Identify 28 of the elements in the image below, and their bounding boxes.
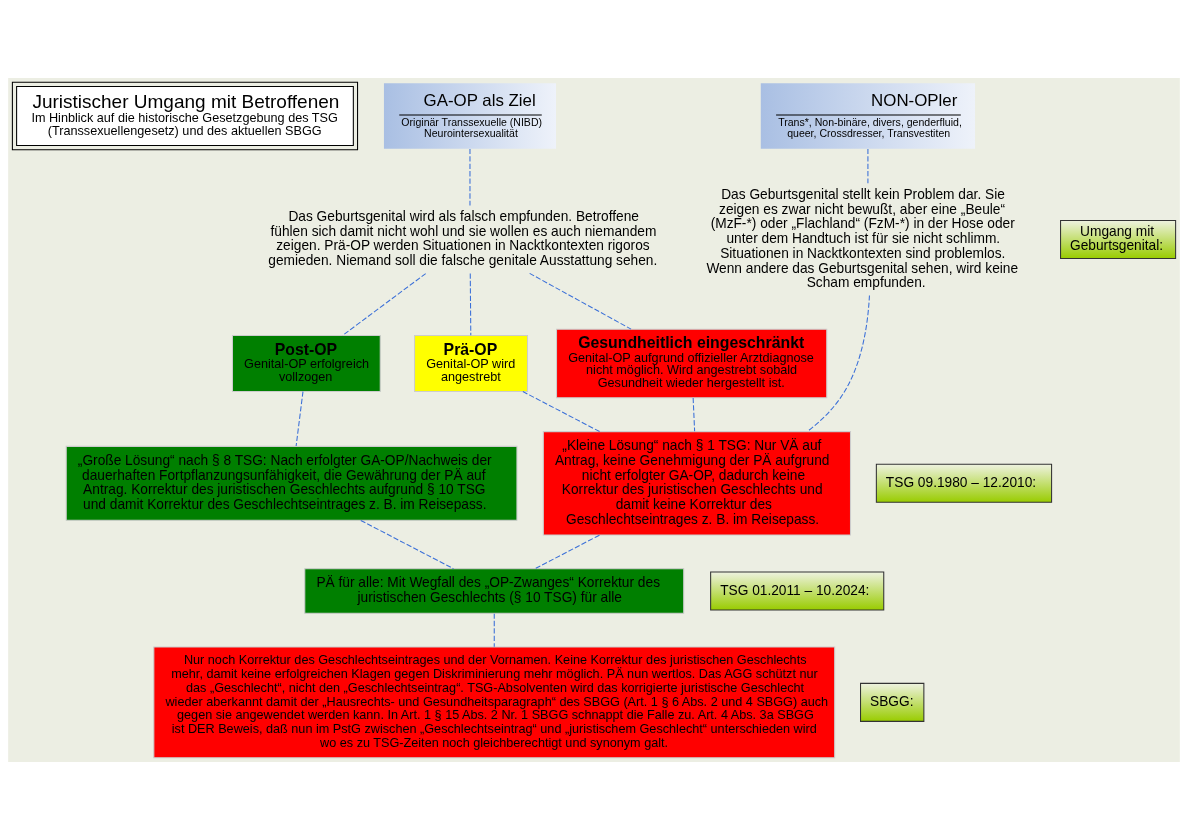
node-text: Das Geburtsgenital stellt kein Problem dar. Sie zeigen es zwar nicht bewußt, aber eine „Beule“ (MzF-*) oder „Flachland“ (FzM-*) in der Hose oder unter dem Handtuch ist für sie nicht schlimm. Situationen in Nacktkontexten sind problemlos. Wenn andere das Geburtsgenital sehen, wird keine Scham empfunden. (706, 186, 1019, 291)
connector (360, 519, 454, 570)
node-box: „Kleine Lösung“ nach § 1 TSG: Nur VÄ auf Antrag, keine Genehmigung der PÄ aufgrund nicht erfolgter GA-OP, dadurch keine Korrektur des juristischen Geschlechts und damit keine Korrektur des Geschlechtseintrages z. B. im Reisepass. (542, 431, 852, 536)
connector (342, 273, 427, 336)
node-box: NON-OPler Trans*, Non-binäre, divers, genderfluid, queer, Crossdresser, Transvestiten (760, 83, 976, 149)
node-box: Umgang mit Geburtsgenital: (1060, 219, 1177, 260)
connector (692, 397, 696, 432)
node-box: GA-OP als Ziel Originär Transsexuelle (NIBD) Neurointersexualität (383, 83, 556, 149)
node-box: Prä-OP Genital-OP wird angestrebt (414, 335, 529, 393)
connector (529, 272, 632, 330)
node-text: Das Geburtsgenital wird als falsch empfunden. Betroffene fühlen sich damit nicht wohl und sie wollen es auch niemandem zeigen. Prä-OP werden Situationen in Nacktkontexten rigoros gemieden. Niemand soll die falsche genitale Ausstattung sehen. (268, 208, 658, 269)
node-box: Post-OP Genital-OP erfolgreich vollzogen (231, 335, 381, 393)
connector (469, 273, 472, 336)
connector (295, 391, 304, 447)
node-box: „Große Lösung“ nach § 8 TSG: Nach erfolgter GA-OP/Nachweis der dauerhaften Fortpflanzungsunfähigkeit, die Gewährung der PÄ auf Antrag. Korrektur des juristischen Geschlechts aufgrund § 10 TSG und damit Korrektur des Geschlechtseintrages z. B. im Reisepass. (65, 445, 518, 521)
node-box: TSG 09.1980 – 12.2010: (875, 463, 1053, 503)
node-box: Juristischer Umgang mit Betroffenen Im Hinblick auf die historische Gesetzgebung des TSG (Transsexuellengesetz) und des aktuellen SBGG (11, 81, 359, 151)
connector (469, 148, 471, 206)
connector (534, 534, 600, 570)
connector (867, 148, 869, 184)
connector (522, 391, 601, 433)
node-box: Nur noch Korrektur des Geschlechtseintrages und der Vornamen. Keine Korrektur des juristischen Geschlechts mehr, damit keine erfolgreichen Klagen gegen Diskriminierung mehr möglich. PÄ nun wertlos. Das AGG schützt nur das „Geschlecht“, nicht den „Geschlechtseintrag“. TSG-Absolventen wird das korrigierte juristische Geschlecht wieder aberkannt damit der „Hausrechts- und Gesundheitsparagraph“ des SBGG (Art. 1 § 6 Abs. 2 und 4 SBGG) auch gegen sie angewendet werden kann. In Art. 1 § 15 Abs. 2 Nr. 1 SBGG schnappt die Falle zu. Art. 4 Abs. 3a SBGG ist DER Beweis, daß nun im PstG zwischen „Geschlechtseintrag“ und „juristischem Geschlecht“ unterschieden wird wo es zu TSG-Zeiten noch gleichberechtigt und synonym galt. (153, 646, 836, 759)
node-box: Gesundheitlich eingeschränkt Genital-OP aufgrund offizieller Arztdiagnose nicht möglich. Wird angestrebt sobald Gesundheit wieder hergestellt ist. (556, 328, 828, 399)
connector (806, 294, 870, 433)
node-box: PÄ für alle: Mit Wegfall des „OP-Zwanges“ Korrektur des juristischen Geschlechts (§ 10 TSG) für alle (304, 568, 685, 614)
connector (493, 613, 495, 648)
node-box: TSG 01.2011 – 10.2024: (710, 571, 885, 611)
node-box: SBGG: (860, 682, 925, 722)
